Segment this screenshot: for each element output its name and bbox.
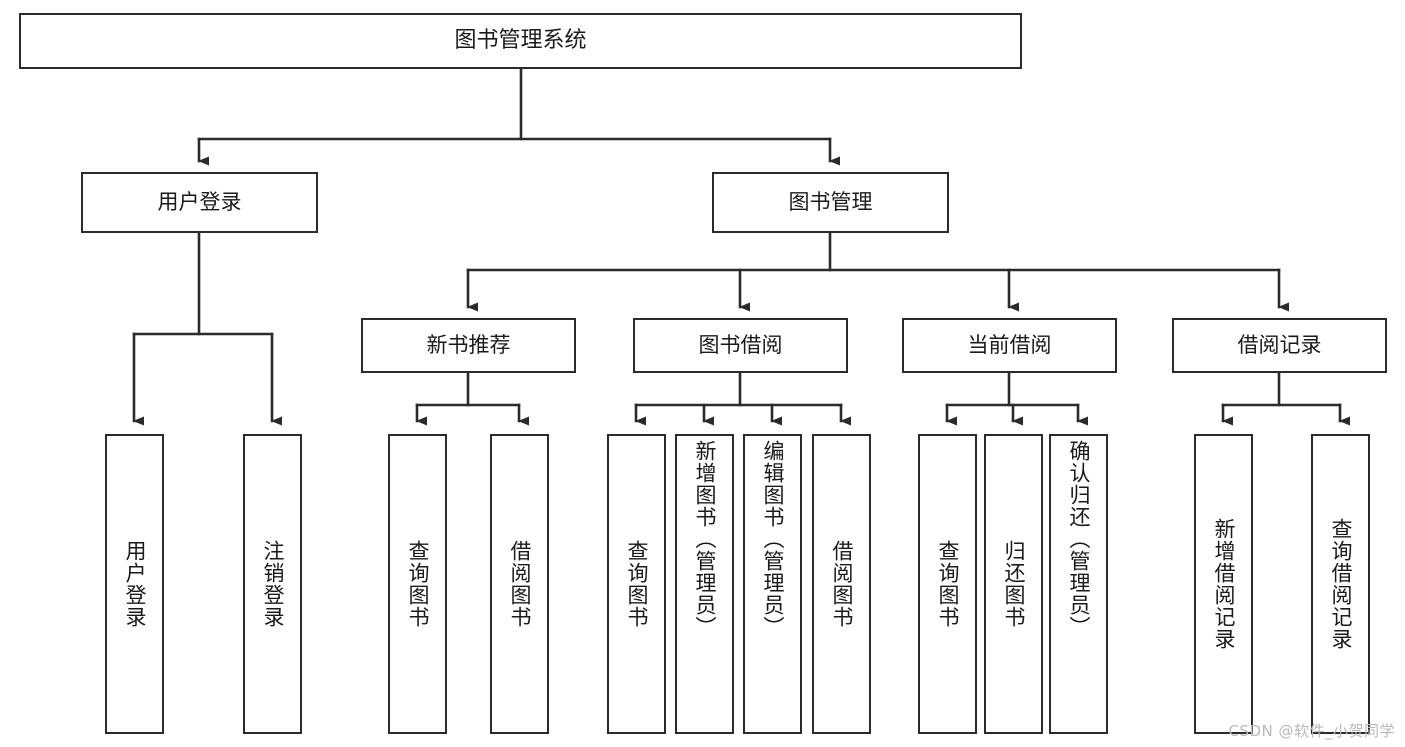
- leaf-query-book-2[interactable]: 查询图书: [607, 434, 666, 734]
- leaf-query-book-2-label: 查询图书: [625, 540, 649, 628]
- node-user-login[interactable]: 用户登录: [81, 172, 318, 233]
- leaf-add-book[interactable]: 新增图书（管理员）: [675, 434, 734, 734]
- leaf-return-book-label: 归还图书: [1002, 540, 1026, 628]
- leaf-borrow-book-1[interactable]: 借阅图书: [490, 434, 549, 734]
- node-current-borrow[interactable]: 当前借阅: [902, 318, 1117, 373]
- node-root[interactable]: 图书管理系统: [19, 13, 1022, 69]
- node-book-manage-label: 图书管理: [788, 190, 873, 215]
- leaf-edit-book[interactable]: 编辑图书（管理员）: [743, 434, 802, 734]
- leaf-borrow-book-2[interactable]: 借阅图书: [812, 434, 871, 734]
- node-book-borrow-label: 图书借阅: [698, 333, 783, 358]
- leaf-borrow-book-1-label: 借阅图书: [508, 540, 532, 628]
- leaf-confirm-return[interactable]: 确认归还（管理员）: [1049, 434, 1108, 734]
- node-book-borrow[interactable]: 图书借阅: [633, 318, 848, 373]
- leaf-query-record[interactable]: 查询借阅记录: [1311, 434, 1370, 734]
- leaf-query-book-1[interactable]: 查询图书: [388, 434, 447, 734]
- node-root-label: 图书管理系统: [454, 28, 587, 54]
- leaf-query-record-label: 查询借阅记录: [1329, 518, 1353, 650]
- leaf-logout-label: 注销登录: [261, 540, 285, 628]
- leaf-user-login[interactable]: 用户登录: [105, 434, 164, 734]
- node-user-login-label: 用户登录: [157, 190, 242, 215]
- leaf-return-book[interactable]: 归还图书: [984, 434, 1043, 734]
- leaf-user-login-label: 用户登录: [123, 540, 147, 628]
- node-borrow-record-label: 借阅记录: [1237, 333, 1322, 358]
- node-current-borrow-label: 当前借阅: [967, 333, 1052, 358]
- leaf-logout[interactable]: 注销登录: [243, 434, 302, 734]
- leaf-confirm-return-label: 确认归还（管理员）: [1067, 440, 1091, 638]
- node-book-manage[interactable]: 图书管理: [712, 172, 949, 233]
- leaf-edit-book-label: 编辑图书（管理员）: [761, 440, 785, 638]
- node-new-book-rec[interactable]: 新书推荐: [361, 318, 576, 373]
- leaf-query-book-3[interactable]: 查询图书: [918, 434, 977, 734]
- leaf-add-record[interactable]: 新增借阅记录: [1194, 434, 1253, 734]
- leaf-query-book-1-label: 查询图书: [406, 540, 430, 628]
- node-borrow-record[interactable]: 借阅记录: [1172, 318, 1387, 373]
- leaf-add-record-label: 新增借阅记录: [1212, 518, 1236, 650]
- leaf-add-book-label: 新增图书（管理员）: [693, 440, 717, 638]
- leaf-borrow-book-2-label: 借阅图书: [830, 540, 854, 628]
- node-new-book-rec-label: 新书推荐: [426, 333, 511, 358]
- leaf-query-book-3-label: 查询图书: [936, 540, 960, 628]
